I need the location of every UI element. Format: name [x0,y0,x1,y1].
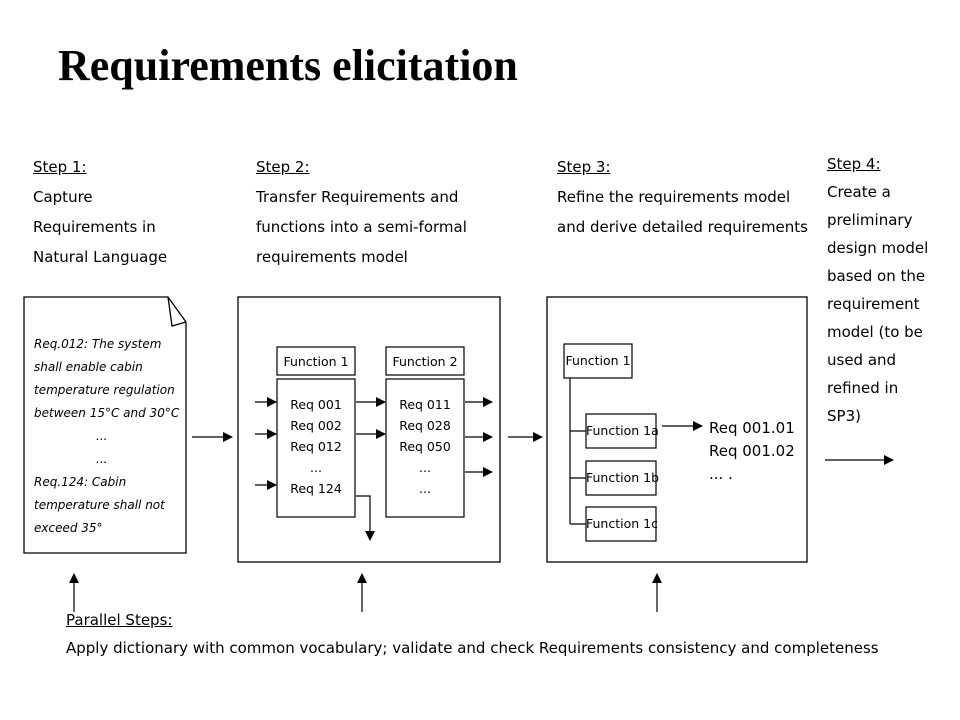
step3-text: Step 3: Refine the requirements model an… [557,152,808,242]
document-folded-corner [167,296,187,327]
parallel-steps: Parallel Steps: Apply dictionary with co… [66,606,879,662]
step2-line: Transfer Requirements and [256,188,459,206]
step1-line: Natural Language [33,248,168,266]
function1-reqs-box [276,378,356,518]
detailed-req: ... . [709,465,733,483]
note-line: between 15°C and 30°C [34,406,180,420]
function1a-label: Function 1a [586,423,659,438]
step4-line: Create a [827,183,891,201]
step3-heading: Step 3: [557,158,611,176]
req-item: Req 011 [399,397,451,412]
detailed-reqs: Req 001.01 Req 001.02 ... . [709,417,795,486]
req-item: ... [419,481,431,496]
function-tree-connector [569,378,586,525]
step1-text: Step 1: Capture Requirements in Natural … [33,152,167,272]
step1-line: Requirements in [33,218,156,236]
req-item: Req 050 [399,439,451,454]
step2-line: requirements model [256,248,408,266]
function1a-box [585,413,657,449]
note-line: temperature regulation [34,383,175,397]
step2-line: functions into a semi-formal [256,218,467,236]
function1b-box [585,460,657,496]
parallel-heading: Parallel Steps: [66,611,173,629]
function1c-box [585,506,657,542]
req-item: ... [419,460,431,475]
refined-function1-box [563,343,633,379]
function1-label: Function 1 [283,354,349,369]
step4-line: refined in [827,379,899,397]
note-line: Req.012: The system [34,337,162,351]
step3-line: and derive detailed requirements [557,218,808,236]
function2-reqs-box [385,378,465,518]
detailed-req: Req 001.02 [709,442,795,460]
step4-line: design model [827,239,929,257]
note-line: temperature shall not [34,498,165,512]
req-item: Req 028 [399,418,451,433]
req-item: Req 124 [290,481,342,496]
detailed-req: Req 001.01 [709,419,795,437]
function1b-label: Function 1b [586,470,660,485]
req-item: Req 012 [290,439,342,454]
requirements-document [23,296,187,554]
note-line: shall enable cabin [34,360,143,374]
step4-line: requirement [827,295,920,313]
step4-line: model (to be [827,323,923,341]
step4-line: based on the [827,267,926,285]
req-item: Req 001 [290,397,342,412]
function1-header-box [276,346,356,376]
step2-text: Step 2: Transfer Requirements and functi… [256,152,467,272]
step1-line: Capture [33,188,93,206]
function2-header-box [385,346,465,376]
function2-label: Function 2 [392,354,458,369]
note-line: ... [96,429,108,443]
parallel-text: Apply dictionary with common vocabulary;… [66,639,879,657]
note-line: exceed 35° [34,521,103,535]
note-line: Req.124: Cabin [34,475,127,489]
function2-reqs: Req 011 Req 028 Req 050 ... ... [386,394,464,499]
step4-heading: Step 4: [827,155,881,173]
step3-line: Refine the requirements model [557,188,791,206]
slide-title: Requirements elicitation [58,41,518,90]
function1-reqs: Req 001 Req 002 Req 012 ... Req 124 [277,394,355,499]
step1-heading: Step 1: [33,158,87,176]
step4-line: SP3) [827,407,861,425]
refined-function1-label: Function 1 [565,353,631,368]
function1c-label: Function 1c [586,516,658,531]
step2-heading: Step 2: [256,158,310,176]
req-item: Req 002 [290,418,342,433]
arrow-function1-down [356,495,375,541]
document-note: Req.012: The system shall enable cabin t… [34,333,179,540]
step4-text: Step 4: Create a preliminary design mode… [827,150,928,430]
step4-line: used and [827,351,897,369]
req-item: ... [310,460,322,475]
step4-line: preliminary [827,211,913,229]
note-line: ... [96,452,108,466]
